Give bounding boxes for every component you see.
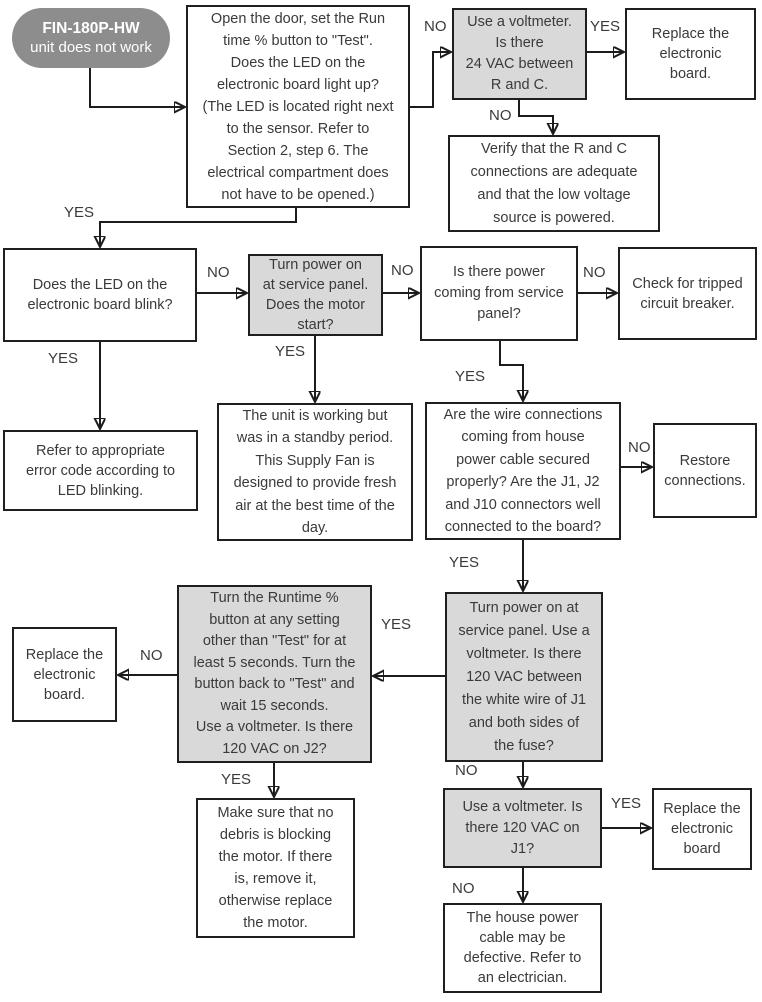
node-error-code: Refer to appropriate error code accordin… (3, 430, 198, 511)
edge-label-yes: YES (48, 350, 79, 367)
node-replace-board-left: Replace the electronic board. (12, 627, 117, 722)
node-standby-period: The unit is working but was in a standby… (217, 403, 413, 541)
edge-label-no: NO (391, 262, 414, 279)
node-runtime-button-test: Turn the Runtime % button at any setting… (177, 585, 372, 763)
node-voltmeter-24vac: Use a voltmeter. Is there 24 VAC between… (452, 8, 587, 100)
edge-label-yes: YES (455, 368, 486, 385)
edge-label-no: NO (489, 107, 512, 124)
edge-label-no: NO (207, 264, 230, 281)
edge-label-yes: YES (381, 616, 412, 633)
node-voltmeter-120vac-j1: Use a voltmeter. Is there 120 VAC on J1? (443, 788, 602, 868)
edge-label-yes: YES (590, 18, 621, 35)
edge-label-no: NO (455, 762, 478, 779)
node-power-from-panel: Is there power coming from service panel… (420, 246, 578, 341)
edge-label-yes: YES (611, 795, 642, 812)
node-wire-connections: Are the wire connections coming from hou… (425, 402, 621, 540)
node-debris-motor: Make sure that no debris is blocking the… (196, 798, 355, 938)
start-node-title: FIN-180P-HW (42, 20, 140, 37)
node-open-door-test: Open the door, set the Run time % button… (186, 5, 410, 208)
node-restore-connections: Restore connections. (653, 423, 757, 518)
edge-label-no: NO (583, 264, 606, 281)
edge-label-yes: YES (449, 554, 480, 571)
node-replace-board-right: Replace the electronic board (652, 788, 752, 870)
node-led-blink: Does the LED on the electronic board bli… (3, 248, 197, 342)
node-voltmeter-120vac-fuse: Turn power on at service panel. Use a vo… (445, 592, 603, 762)
edge-label-no: NO (424, 18, 447, 35)
edge-label-yes: YES (64, 204, 95, 221)
edge-label-no: NO (452, 880, 475, 897)
edge-label-yes: YES (275, 343, 306, 360)
node-power-on-motor-start: Turn power on at service panel. Does the… (248, 254, 383, 336)
start-node: FIN-180P-HW unit does not work (12, 8, 170, 68)
edge-label-no: NO (628, 439, 651, 456)
node-verify-rc-connections: Verify that the R and C connections are … (448, 135, 660, 232)
edge-label-yes: YES (221, 771, 252, 788)
node-house-cable-defective: The house power cable may be defective. … (443, 903, 602, 993)
start-node-subtitle: unit does not work (30, 39, 152, 56)
node-tripped-breaker: Check for tripped circuit breaker. (618, 247, 757, 340)
edge-label-no: NO (140, 647, 163, 664)
node-replace-board-top: Replace the electronic board. (625, 8, 756, 100)
